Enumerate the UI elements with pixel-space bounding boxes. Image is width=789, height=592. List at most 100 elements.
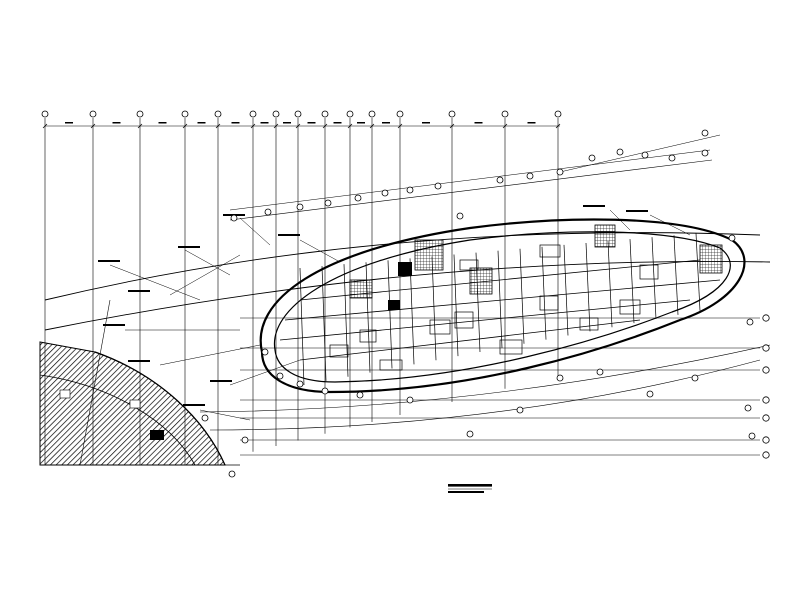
dimension-value <box>333 122 342 124</box>
dimension-tick <box>90 123 96 129</box>
axis-bubble <box>346 110 354 118</box>
axis-bubble <box>526 172 534 180</box>
partition-wall <box>519 248 525 344</box>
axis-bubble <box>762 344 770 352</box>
axis-bubble <box>762 414 770 422</box>
partition-wall <box>279 299 691 341</box>
axis-bubble <box>762 314 770 322</box>
partition-wall <box>299 267 305 386</box>
room <box>539 295 559 311</box>
dimension-value <box>158 122 167 124</box>
partition-wall <box>343 264 349 377</box>
dimension-tick <box>322 123 328 129</box>
axis-bubble <box>356 391 364 399</box>
annotation-text <box>583 205 605 207</box>
dimension-value <box>112 122 121 124</box>
diagonal-axis-bubbles <box>201 129 756 478</box>
room <box>359 329 377 343</box>
axis-bubble <box>728 234 736 242</box>
horizontal-grid-lines <box>240 317 760 456</box>
axis-bubble <box>296 203 304 211</box>
axis-bubble <box>249 110 257 118</box>
top-dimension-chain <box>42 122 561 129</box>
dimension-tick <box>215 123 221 129</box>
partition-wall <box>409 258 415 365</box>
axis-bubble <box>264 208 272 216</box>
partition-wall <box>563 244 569 336</box>
dimension-tick <box>182 123 188 129</box>
leader-line <box>229 359 301 386</box>
partition-wall <box>695 233 701 311</box>
building-outline <box>259 218 746 394</box>
dimension-tick <box>273 123 279 129</box>
right-axis-bubbles <box>762 314 770 459</box>
axis-bubble <box>214 110 222 118</box>
vertical-grid-lines <box>44 118 559 465</box>
annotation-text <box>278 234 300 236</box>
annotation-text <box>128 290 150 292</box>
axis-bubble <box>396 110 404 118</box>
axis-bubble <box>321 387 329 395</box>
partition-wall <box>431 256 437 361</box>
room <box>639 264 659 280</box>
axis-bubble <box>321 110 329 118</box>
axis-bubble <box>201 414 209 422</box>
dimension-tick <box>347 123 353 129</box>
outer-curves <box>44 134 771 431</box>
annotation-text <box>178 246 200 248</box>
dimension-value <box>65 122 73 124</box>
axis-bubble <box>448 110 456 118</box>
axis-bubble <box>296 380 304 388</box>
axis-bubble <box>516 406 524 414</box>
axis-bubble <box>381 189 389 197</box>
annotation-text <box>183 404 205 406</box>
partition-wall <box>541 246 547 340</box>
room <box>579 317 599 331</box>
axis-bubble <box>554 110 562 118</box>
leader-line <box>159 344 261 366</box>
dimension-tick <box>42 123 48 129</box>
axis-bubble <box>276 372 284 380</box>
dimension-value <box>474 122 483 124</box>
axis-bubble <box>744 404 752 412</box>
annotation-text <box>626 210 648 212</box>
leader-line <box>299 239 341 263</box>
axis-bubble <box>406 186 414 194</box>
dimension-tick <box>555 123 561 129</box>
leader-line <box>184 249 231 276</box>
dimension-tick <box>397 123 403 129</box>
axis-bubble <box>616 148 624 156</box>
axis-bubble <box>668 154 676 162</box>
axis-bubble <box>762 436 770 444</box>
dimension-value <box>307 122 316 124</box>
dimension-value <box>422 122 430 124</box>
partition-wall <box>673 235 679 315</box>
title-block <box>448 484 492 493</box>
room <box>499 339 523 355</box>
axis-bubble <box>588 154 596 162</box>
annotation-text <box>210 380 232 382</box>
axis-bubble <box>501 110 509 118</box>
dimension-tick <box>295 123 301 129</box>
axis-bubble <box>230 214 238 222</box>
leader-line <box>109 264 201 301</box>
partition-wall <box>629 239 635 324</box>
axis-bubble <box>241 436 249 444</box>
axis-bubble <box>228 470 236 478</box>
leader-line <box>649 214 691 236</box>
axis-bubble <box>368 110 376 118</box>
dimension-value <box>260 122 269 124</box>
partition-wall <box>453 254 459 357</box>
dimension-value <box>283 122 291 124</box>
axis-bubble <box>496 176 504 184</box>
stair-cores <box>349 224 723 310</box>
axis-bubble <box>324 199 332 207</box>
partition-wall <box>651 237 657 320</box>
axis-bubble <box>434 182 442 190</box>
dimension-value <box>197 122 206 124</box>
dimension-value <box>382 122 390 124</box>
axis-bubble <box>646 390 654 398</box>
axis-bubble <box>181 110 189 118</box>
axis-bubble <box>89 110 97 118</box>
room <box>379 359 403 371</box>
